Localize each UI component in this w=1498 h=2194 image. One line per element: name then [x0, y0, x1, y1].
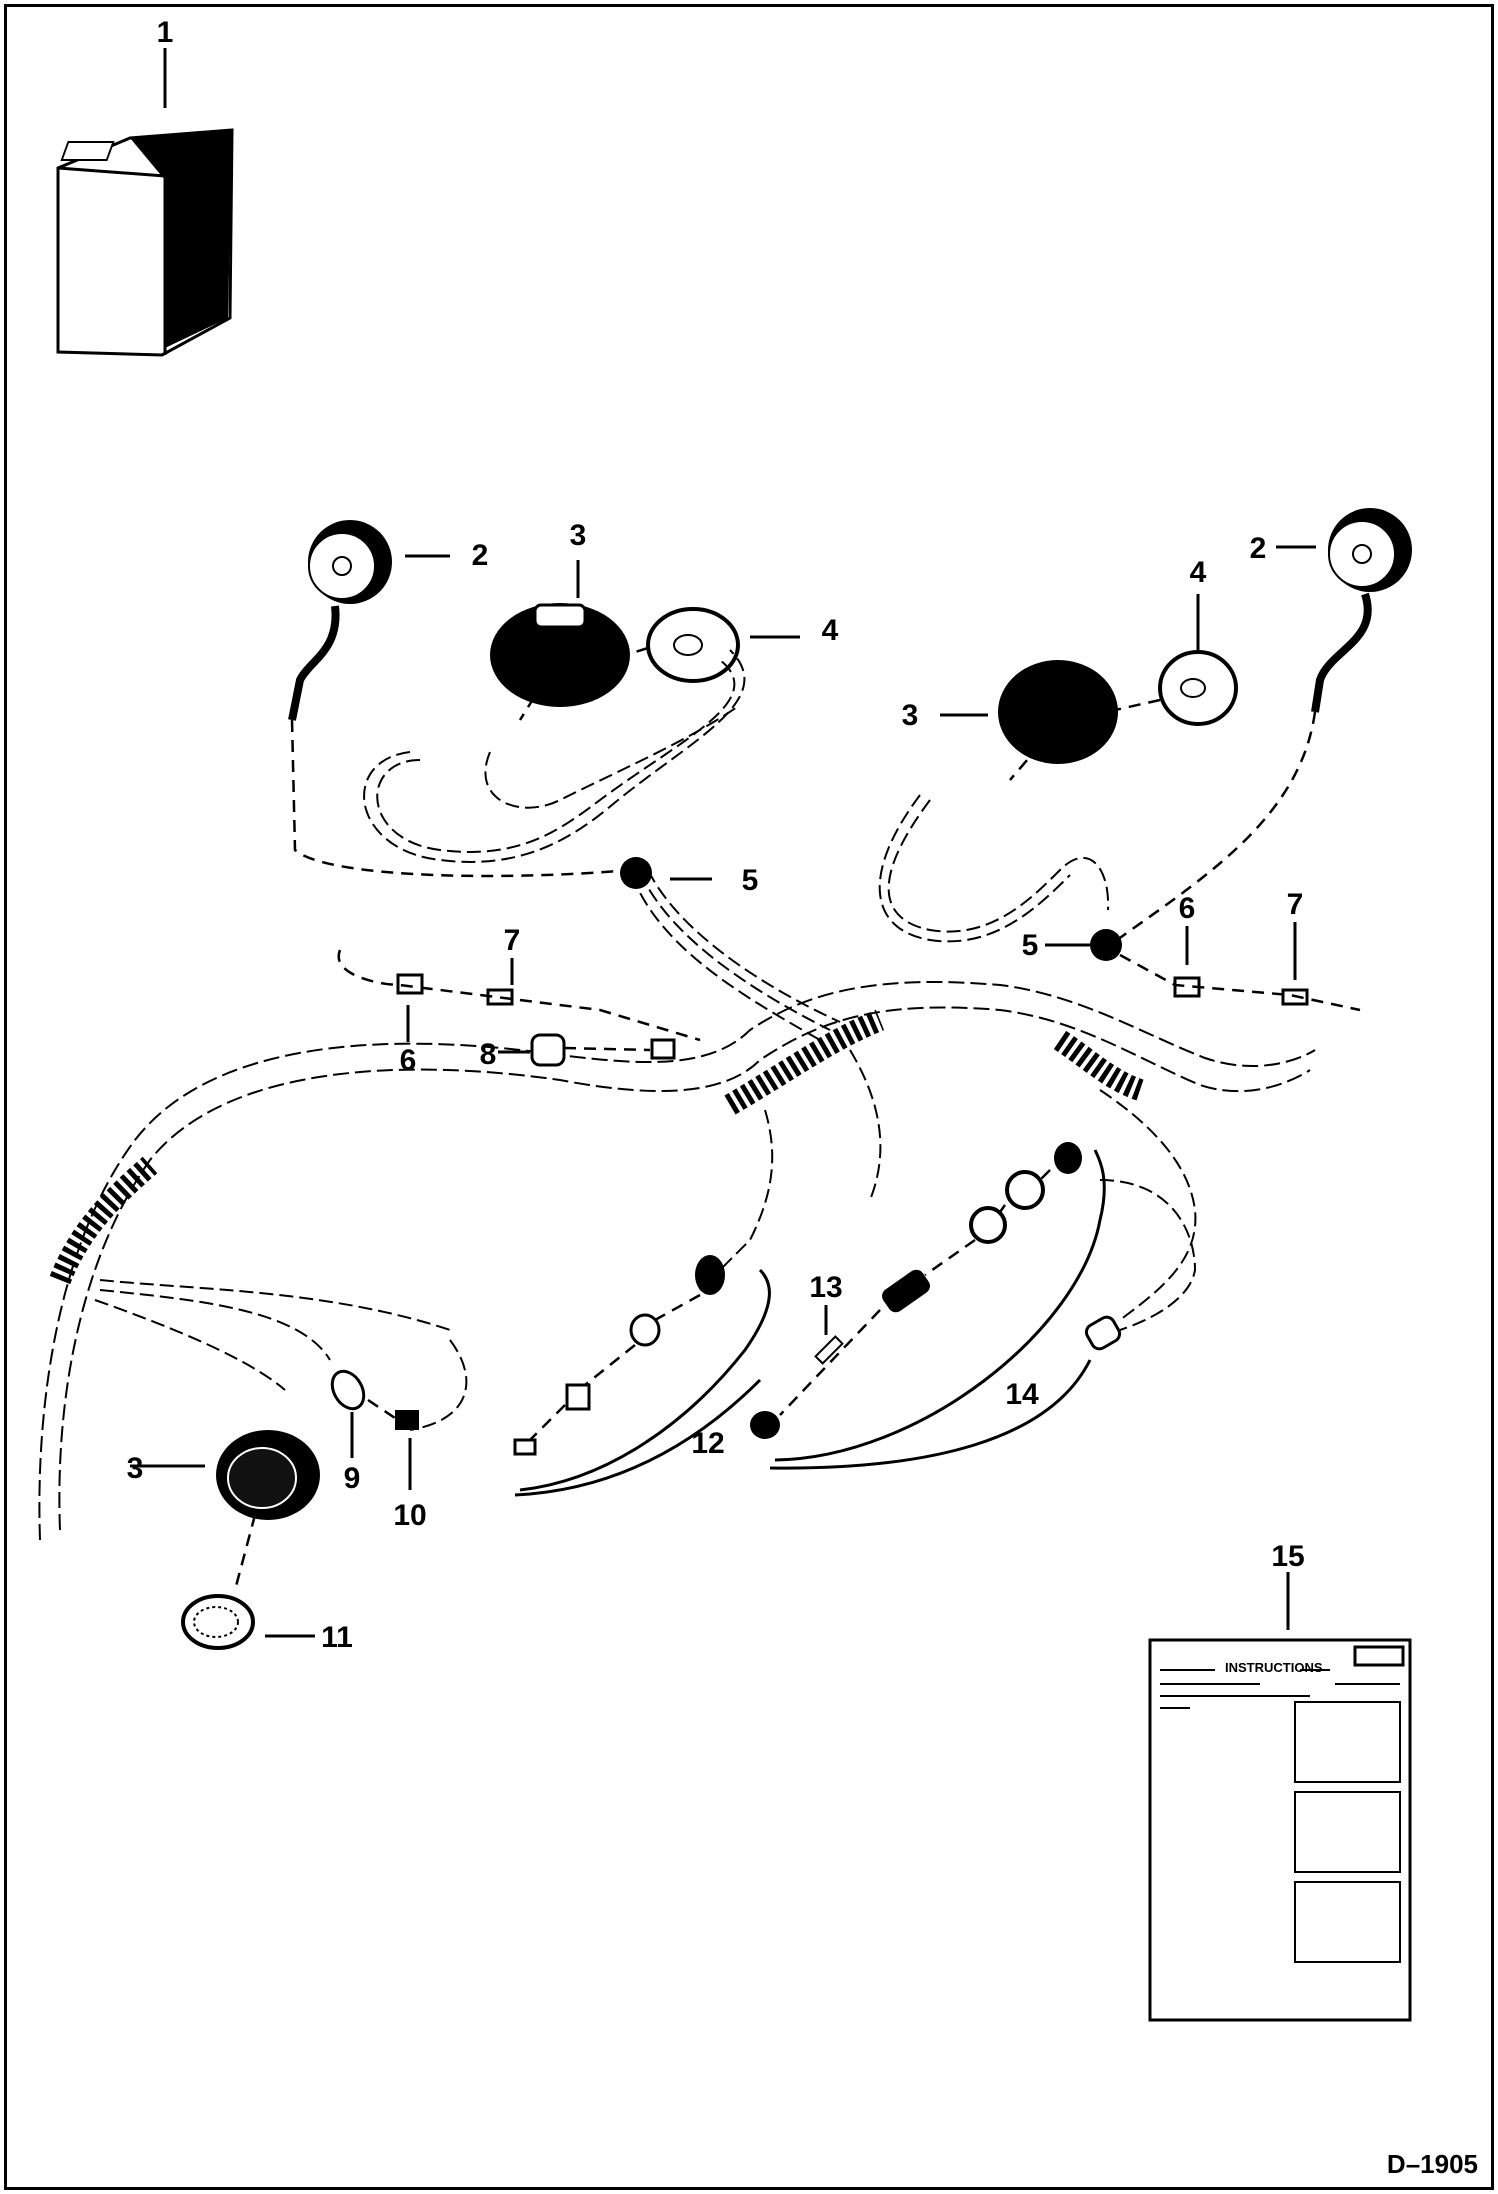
socket-drawing: [367, 1398, 419, 1430]
callout-6-right: 6: [1179, 892, 1196, 925]
callout-14: 14: [1005, 1378, 1039, 1411]
callout-8: 8: [480, 1038, 497, 1071]
pin-drawing: [814, 1335, 844, 1365]
callout-7-right: 7: [1287, 888, 1304, 921]
grommet-left-drawing: [620, 857, 652, 889]
light-housing-lower-left-drawing: [216, 1430, 320, 1591]
grommet-right-drawing: [1090, 929, 1122, 961]
callout-12: 12: [691, 1427, 724, 1460]
connector-left-drawing: [396, 973, 424, 995]
callout-5-right: 5: [1022, 929, 1039, 962]
clamp-drawing: [530, 1033, 676, 1067]
bulb-drawing: [330, 1369, 366, 1411]
light-housing-upper-right-drawing: [998, 660, 1118, 781]
callout-10: 10: [393, 1499, 426, 1532]
lens-left-drawing: [609, 607, 740, 683]
callout-11: 11: [321, 1621, 353, 1654]
light-housing-upper-left-drawing: [490, 603, 630, 721]
callout-7-left: 7: [504, 924, 521, 957]
wire-harness-drawing: [38, 649, 1316, 1541]
callout-4-right: 4: [1190, 556, 1207, 589]
lens-lower-left-drawing: [181, 1594, 255, 1650]
callout-9: 9: [344, 1462, 361, 1495]
battery-drawing: [56, 128, 234, 357]
switch-assembly-14-drawing: [750, 1142, 1197, 1470]
callout-5-left: 5: [742, 864, 759, 897]
callout-1: 1: [157, 16, 174, 49]
drawing-number: D–1905: [1386, 2149, 1478, 2179]
callout-labels: 1 2 2 3 3 3 4 4 5 5 6 6 7 7 8 9 10 11 12…: [127, 16, 1305, 1654]
switch-assembly-12-drawing: [513, 1255, 771, 1497]
callout-3-upper-right: 3: [902, 699, 919, 732]
callout-15: 15: [1271, 1540, 1304, 1573]
horn-right-drawing: [1109, 508, 1412, 947]
callout-2-right: 2: [1250, 532, 1267, 565]
connector-right-wire: [1119, 953, 1361, 1012]
callout-4-left: 4: [822, 614, 839, 647]
horn-left-drawing: [288, 520, 631, 878]
callout-3-upper-left: 3: [570, 519, 587, 552]
connector-left-wire: [337, 949, 701, 1042]
callout-6-left: 6: [400, 1044, 417, 1077]
leader-lines: [130, 48, 1316, 1638]
lens-right-drawing: [1114, 650, 1238, 726]
instructions-sheet-title: INSTRUCTIONS: [1225, 1660, 1323, 1675]
callout-3-lower-left: 3: [127, 1452, 144, 1485]
instructions-sheet-drawing: INSTRUCTIONS: [1148, 1638, 1412, 2022]
callout-2-left: 2: [472, 539, 489, 572]
callout-13: 13: [809, 1271, 842, 1304]
